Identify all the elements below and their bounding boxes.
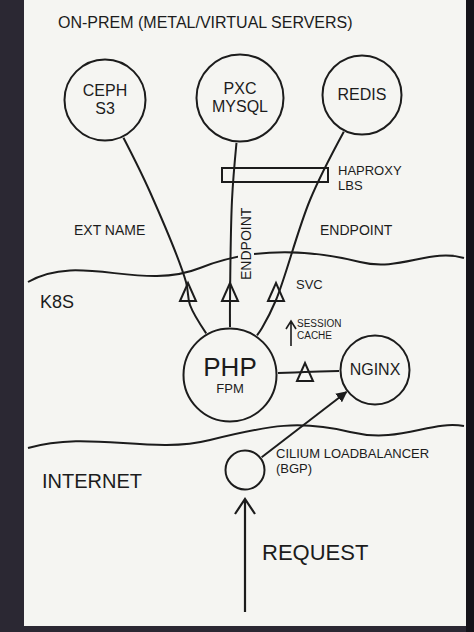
note-label: SESSION CACHE (297, 318, 341, 341)
circle-shape (226, 451, 265, 490)
circle-shape (184, 329, 277, 422)
notebook-binding (466, 0, 474, 632)
node-text: PXC MYSQL (212, 80, 268, 117)
connector-line (278, 371, 339, 373)
node-text: CEPH S3 (83, 82, 127, 119)
session-arrow (286, 321, 296, 346)
edge-label: ENDPOINT (238, 206, 254, 282)
proxy-circle: NGINX (339, 334, 411, 406)
region-label: INTERNET (42, 470, 142, 493)
node-text: PHP (203, 353, 256, 383)
node-text: FPM (216, 382, 243, 397)
database-circle: PXC MYSQL (195, 53, 285, 143)
loadbalancer-circle: CILIUM LOADBALANCER (BGP) (224, 449, 266, 491)
node-text: NGINX (350, 361, 401, 379)
edge-label: ENDPOINT (318, 222, 394, 238)
circle-shape (197, 55, 284, 142)
storage-circle: CEPH S3 (63, 58, 147, 142)
diagram-title: ON-PREM (METAL/VIRTUAL SERVERS) (58, 14, 353, 32)
node-text: REDIS (338, 86, 387, 104)
region-label: K8S (40, 292, 74, 313)
request-arrow (235, 499, 255, 612)
connector-line (230, 143, 237, 327)
service-label: SVC (296, 278, 323, 293)
circle-shape (65, 60, 146, 141)
paper-sheet (24, 0, 466, 626)
circle-shape (323, 56, 402, 135)
request-label: REQUEST (262, 540, 368, 565)
node-side-label: CILIUM LOADBALANCER (BGP) (276, 447, 461, 477)
haproxy-bar (222, 168, 328, 182)
internet-boundary (28, 425, 464, 448)
circle-outline (224, 449, 266, 491)
cache-circle: REDIS (321, 54, 403, 136)
circle-shape (341, 336, 410, 405)
app-circle: PHPFPM (182, 327, 278, 423)
edge-label: EXT NAME (72, 222, 147, 238)
lb-label: HAPROXY LBS (338, 164, 401, 194)
